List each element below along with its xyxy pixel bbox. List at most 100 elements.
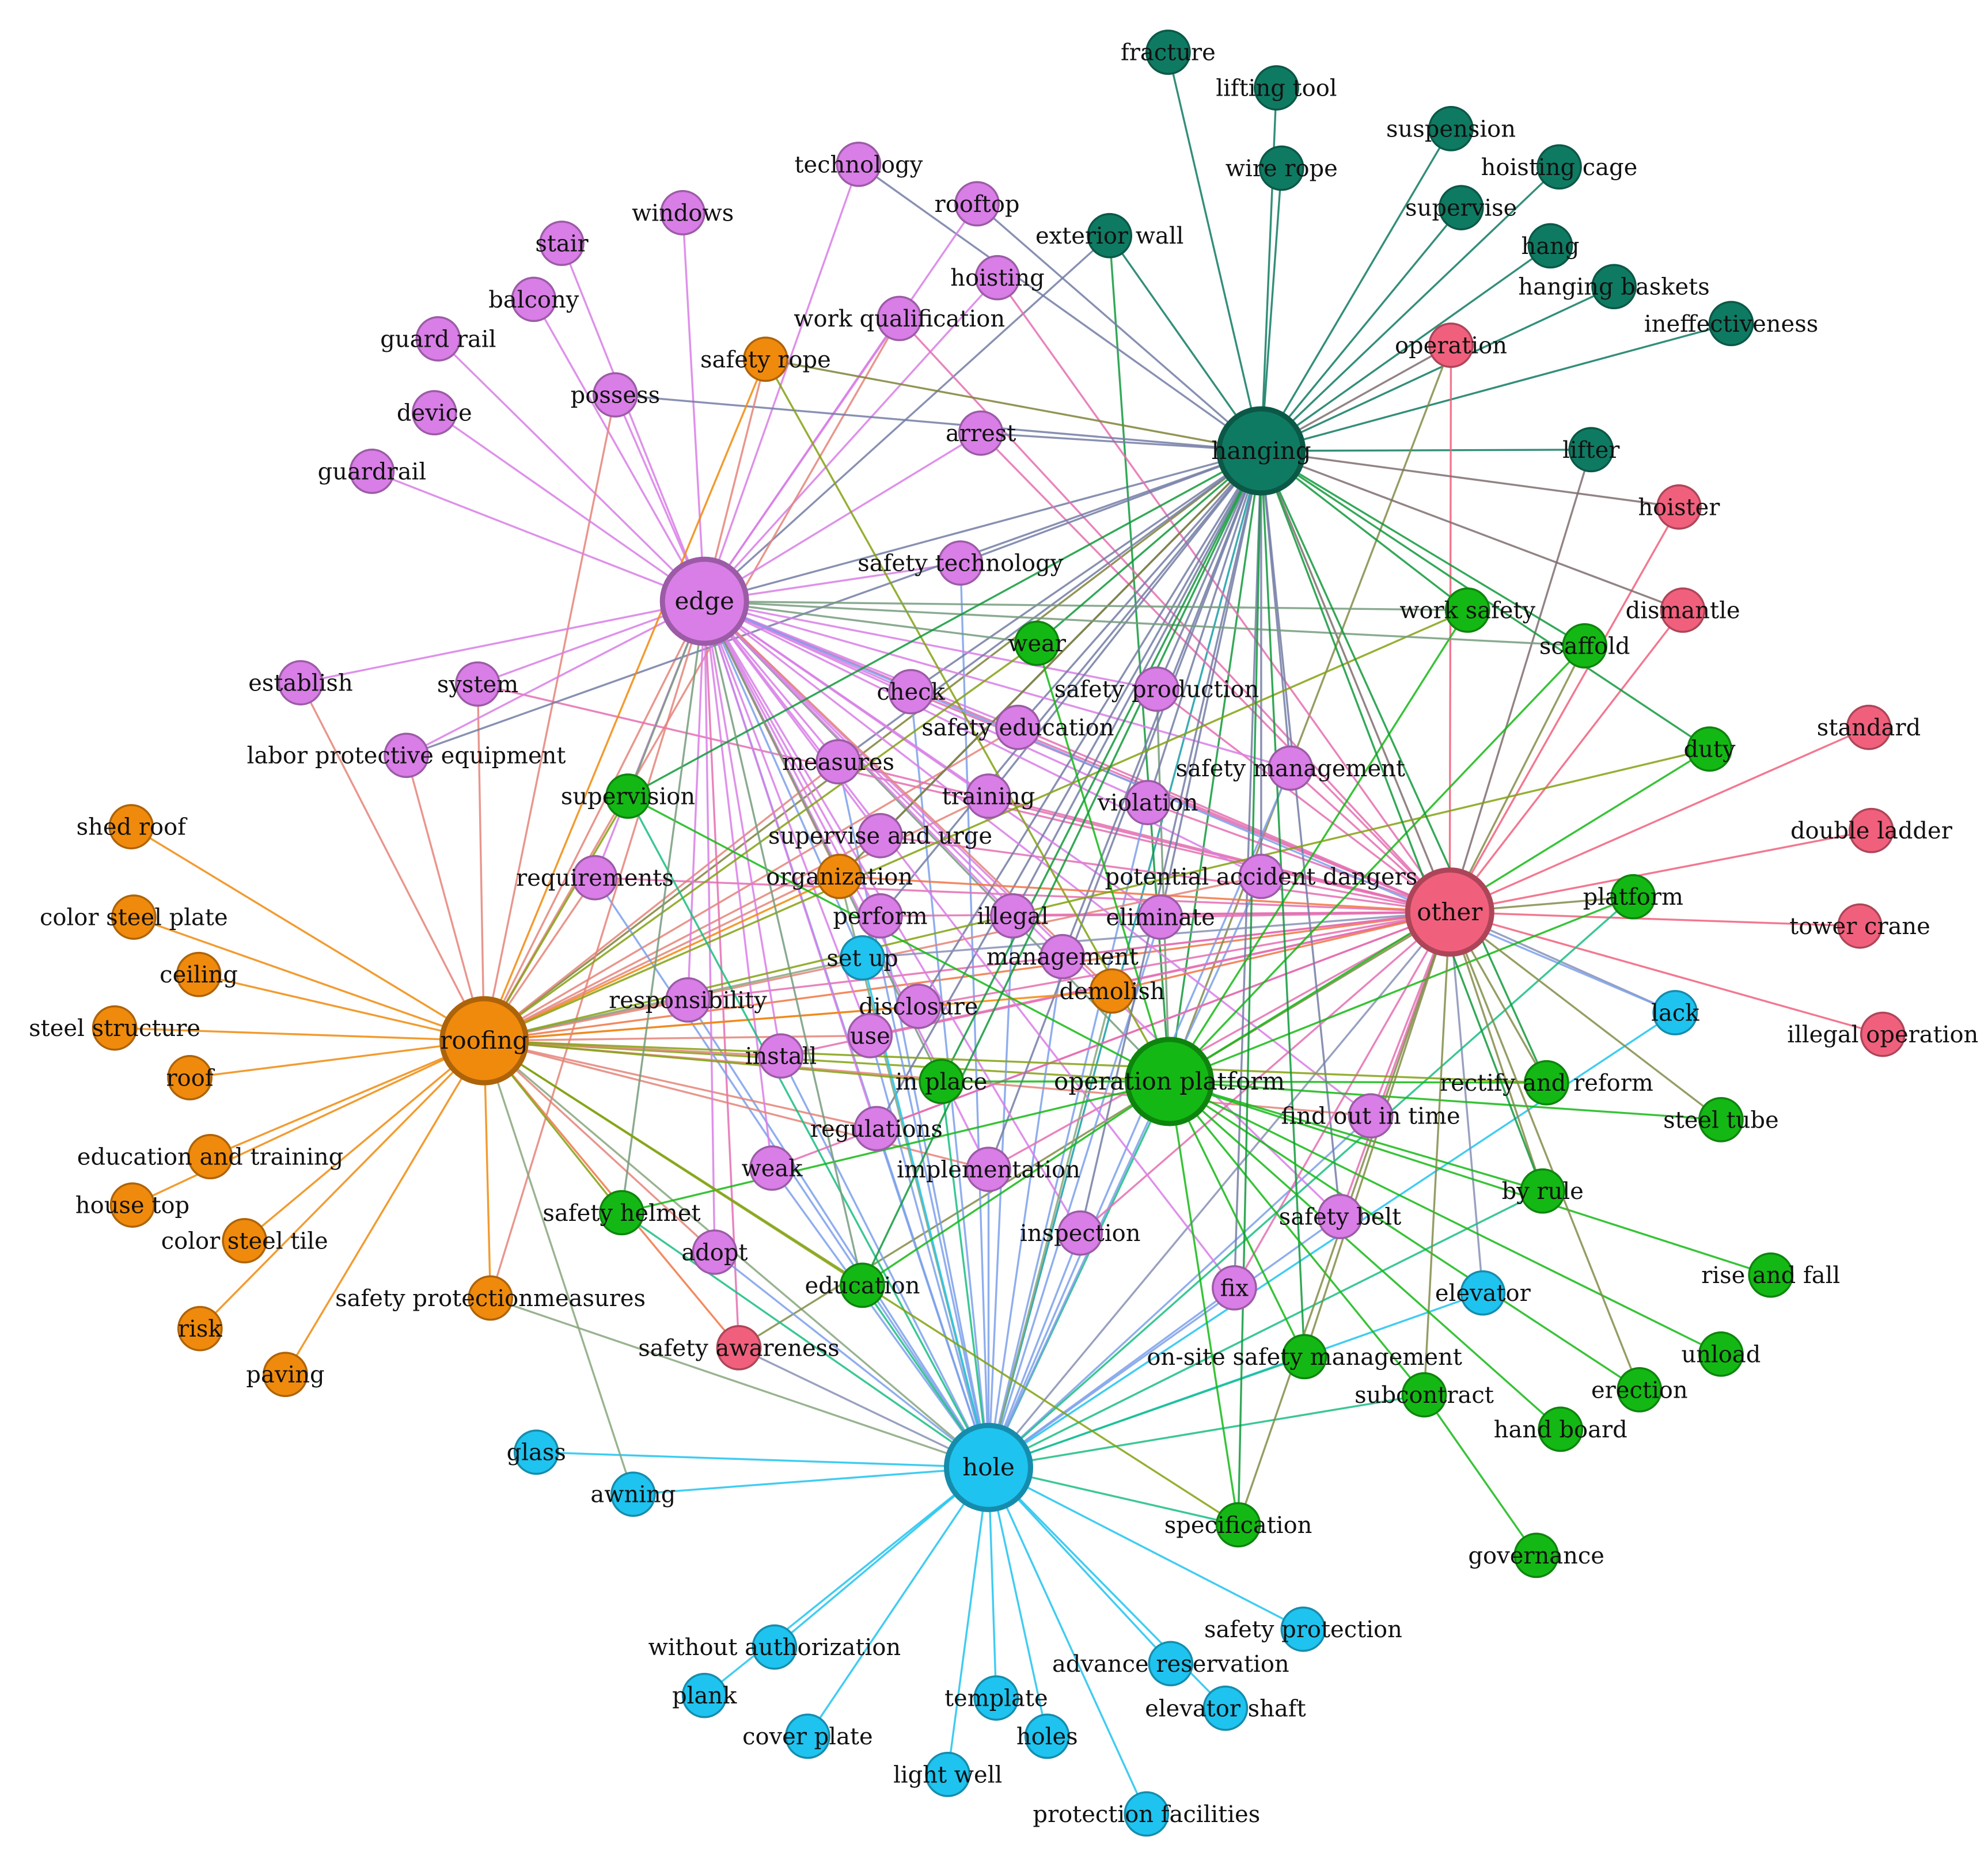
edge-safety-rope-hanging [765, 358, 1262, 452]
node-subcontract: subcontract [1355, 1372, 1494, 1418]
edge-by-rule-other [1448, 912, 1544, 1191]
node-circle-standard [1846, 704, 1892, 750]
node-circle-elevator [1460, 1270, 1506, 1316]
node-set-up: set up [826, 935, 898, 981]
node-circle-awning [610, 1471, 656, 1517]
node-by-rule: by rule [1502, 1168, 1584, 1214]
edge-scaffold-operation-platform [1168, 645, 1585, 1083]
edge-work-safety-roofing [483, 609, 1468, 1042]
node-circle-edge [659, 556, 749, 646]
node-glass: glass [507, 1429, 566, 1475]
edge-adopt-hole [714, 1251, 989, 1468]
node-label-lack: lack [1651, 1000, 1699, 1027]
node-plank: plank [672, 1672, 737, 1718]
node-circle-disclosure [896, 984, 942, 1029]
node-standard: standard [1817, 704, 1921, 750]
node-label-supervise: supervise [1405, 195, 1517, 222]
node-circle-organization [817, 853, 863, 900]
edge-standard-other [1449, 726, 1869, 913]
node-circle-plank [681, 1672, 727, 1718]
node-work-qualification: work qualification [794, 295, 1005, 341]
edge-lifter-other [1448, 449, 1592, 913]
node-hand-board: hand board [1494, 1406, 1627, 1452]
edge-color-steel-tile-roofing [244, 1039, 485, 1242]
edge-inspection-hanging [1079, 450, 1262, 1234]
node-hanging: hanging [1211, 406, 1311, 496]
node-label-duty: duty [1683, 737, 1735, 763]
edge-safety-awareness-operation-platform [738, 1080, 1170, 1349]
edge-work-qualification-edge [703, 318, 901, 602]
node-circle-glass [513, 1429, 559, 1475]
edge-responsibility-edge [686, 601, 705, 1000]
node-label-stair: stair [535, 231, 589, 257]
node-circle-stair [539, 221, 585, 266]
node-balcony: balcony [488, 276, 579, 322]
node-color-steel-tile: color steel tile [161, 1218, 328, 1263]
node-label-operation-platform: operation platform [1054, 1067, 1285, 1095]
node-circle-work-safety [1444, 587, 1490, 633]
edge-regulations-roofing [484, 1039, 877, 1130]
node-circle-hanging [1216, 406, 1306, 496]
node-label-find-out-in-time: find out in time [1281, 1103, 1460, 1130]
edge-safety-protectionmeasures-edge [489, 601, 705, 1299]
node-label-unload: unload [1681, 1341, 1761, 1368]
edge-scaffold-edge [704, 600, 1585, 647]
node-circle-illegal-operation [1860, 1011, 1906, 1057]
edge-technology-edge [703, 164, 860, 602]
edge-erection-operation-platform [1168, 1080, 1640, 1391]
edge-hanging-operation-platform [1168, 450, 1262, 1082]
node-hanging-baskets: hanging baskets [1518, 264, 1710, 310]
edge-eliminate-hanging [1159, 450, 1262, 917]
node-label-safety-technology: safety technology [858, 551, 1063, 577]
edge-responsibility-hole [687, 999, 989, 1468]
edge-arrest-other [980, 432, 1451, 913]
node-illegal-operation: illegal operation [1787, 1011, 1978, 1057]
node-label-hanging: hanging [1211, 437, 1311, 465]
node-safety-management: safety management [1176, 745, 1405, 791]
node-circle-inspection [1057, 1210, 1103, 1256]
node-operation: operation [1395, 322, 1507, 368]
node-lack: lack [1651, 990, 1699, 1035]
node-circle-requirements [572, 855, 618, 901]
node-label-protection-facilities: protection facilities [1033, 1801, 1260, 1828]
edge-management-hole [987, 956, 1064, 1468]
node-label-glass: glass [507, 1440, 566, 1466]
node-supervise: supervise [1405, 185, 1517, 230]
edge-demolish-edge [704, 600, 1113, 992]
edge-supervision-hanging [627, 450, 1262, 797]
node-guard-rail: guard rail [380, 316, 496, 362]
edge-paving-roofing [284, 1040, 485, 1375]
node-label-roof: roof [166, 1065, 215, 1091]
edge-regulations-edge [703, 601, 878, 1129]
edge-guard-rail-edge [437, 338, 705, 602]
node-label-elevator-shaft: elevator shaft [1145, 1695, 1306, 1722]
node-circle-without-authorization [752, 1624, 798, 1670]
node-safety-awareness: safety awareness [638, 1325, 840, 1371]
edge-supervise-and-urge-other [880, 834, 1450, 913]
node-circle-hoister [1656, 484, 1702, 530]
node-label-balcony: balcony [488, 287, 579, 313]
node-lifter: lifter [1562, 427, 1620, 473]
edge-steel-tube-other [1449, 911, 1722, 1121]
node-circle-house-top [109, 1182, 155, 1228]
edge-organization-hanging [839, 450, 1262, 878]
edge-supervision-hole [627, 795, 989, 1468]
edge-hand-board-operation-platform [1168, 1080, 1561, 1430]
node-label-awning: awning [590, 1482, 676, 1508]
node-circle-double-ladder [1849, 807, 1894, 853]
edge-education-edge [703, 601, 864, 1286]
edge-organization-roofing [483, 875, 840, 1042]
edge-rooftop-hanging [976, 203, 1262, 452]
node-circle-violation [1125, 780, 1171, 825]
node-label-violation: violation [1097, 790, 1198, 817]
node-label-device: device [397, 400, 472, 427]
edge-governance-subcontract [1423, 1394, 1538, 1556]
edge-education-operation-platform [862, 1080, 1170, 1286]
node-label-responsibility: responsibility [609, 987, 767, 1014]
edge-safety-belt-hanging [1260, 450, 1341, 1217]
node-label-wear: wear [1008, 631, 1067, 657]
node-windows: windows [632, 190, 734, 236]
node-label-use: use [850, 1023, 890, 1049]
node-label-training: training [942, 784, 1035, 810]
node-roofing: roofing [439, 996, 529, 1086]
